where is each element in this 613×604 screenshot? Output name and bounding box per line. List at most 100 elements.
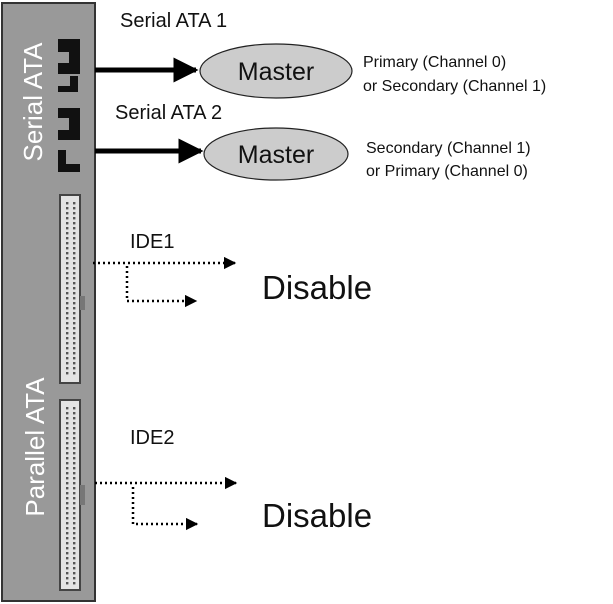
ide-pin	[66, 532, 69, 535]
ide-pin	[73, 497, 76, 500]
ide-pin	[66, 342, 69, 345]
ide-pin	[73, 332, 76, 335]
sata2-master-ellipse	[203, 127, 349, 181]
ide-pin	[73, 362, 76, 365]
ide-pin	[73, 532, 76, 535]
sata2-note-line1: Secondary (Channel 1)	[366, 140, 531, 157]
ide-pin	[66, 372, 69, 375]
ide-pin	[66, 542, 69, 545]
ide-pin	[66, 572, 69, 575]
ide-pin	[73, 567, 76, 570]
ide-pin	[66, 267, 69, 270]
ide1-label: IDE1	[130, 231, 174, 253]
ide-pin	[66, 412, 69, 415]
ide2-state: Disable	[262, 497, 372, 534]
ide-pin	[66, 282, 69, 285]
ide-pin	[73, 257, 76, 260]
ide-pin	[66, 557, 69, 560]
ide-pin	[73, 342, 76, 345]
ide-pin	[66, 567, 69, 570]
sata1-label: Serial ATA 1	[120, 10, 227, 32]
ide-pin	[73, 252, 76, 255]
ide-pin	[66, 362, 69, 365]
ide-pin	[73, 292, 76, 295]
ide-pin	[73, 452, 76, 455]
ide-pin	[73, 237, 76, 240]
ide-pin	[73, 297, 76, 300]
ide-pin	[66, 547, 69, 550]
ide-pin	[66, 462, 69, 465]
ide-pin	[66, 357, 69, 360]
ide-pin	[73, 202, 76, 205]
ide-pin	[73, 287, 76, 290]
ide-pin	[66, 312, 69, 315]
ide-pin	[73, 572, 76, 575]
ide-pin	[73, 327, 76, 330]
ide-pin	[73, 302, 76, 305]
ide-pin	[66, 272, 69, 275]
ide-pin	[66, 577, 69, 580]
ide-pin	[73, 272, 76, 275]
ide1-arrow-branch	[125, 266, 198, 308]
ide-pin	[73, 422, 76, 425]
pata-group-label: Parallel ATA	[20, 377, 50, 517]
ide-connector-icon	[59, 399, 85, 591]
ide-pin	[73, 337, 76, 340]
ide-pin	[73, 582, 76, 585]
ide-pin	[66, 552, 69, 555]
ide-pin	[66, 202, 69, 205]
ide-pin	[66, 447, 69, 450]
ide-pin	[73, 217, 76, 220]
ide-pin	[66, 367, 69, 370]
ide-pin	[66, 232, 69, 235]
ide-pin	[73, 322, 76, 325]
ide-pin	[66, 292, 69, 295]
ide-pin	[66, 422, 69, 425]
ide-pin	[66, 487, 69, 490]
ide-pin	[66, 497, 69, 500]
sata-group-label: Serial ATA	[18, 42, 48, 162]
ide-pin	[73, 537, 76, 540]
ide-pin	[66, 217, 69, 220]
ide-pin	[66, 332, 69, 335]
ide-pin	[73, 267, 76, 270]
ide-pin	[73, 482, 76, 485]
ide-pin	[66, 222, 69, 225]
ide-pin	[66, 352, 69, 355]
ide-pin	[73, 417, 76, 420]
sata2-label: Serial ATA 2	[115, 102, 222, 124]
ide-pin	[66, 347, 69, 350]
ide-pin	[66, 452, 69, 455]
ide-pin	[73, 227, 76, 230]
ide-pin	[66, 467, 69, 470]
ide-pin	[66, 492, 69, 495]
ide-pin	[73, 352, 76, 355]
ide-pin	[73, 347, 76, 350]
ide-pin	[66, 512, 69, 515]
ide-pin	[66, 277, 69, 280]
ide-pin	[73, 312, 76, 315]
sata1-master-ellipse	[199, 43, 353, 99]
ide-pin	[66, 437, 69, 440]
ide-pin	[73, 242, 76, 245]
ide2-label: IDE2	[130, 427, 174, 449]
ide-pin	[73, 317, 76, 320]
ide-pin	[73, 367, 76, 370]
ide-pin	[66, 337, 69, 340]
ide-pin	[73, 472, 76, 475]
ide2-arrow-branch	[131, 487, 199, 531]
ide-pin	[73, 232, 76, 235]
ide-pin	[73, 357, 76, 360]
ide-pin	[73, 207, 76, 210]
ide-pin	[73, 487, 76, 490]
ide-pin	[73, 457, 76, 460]
ide-pin	[66, 237, 69, 240]
ide-pin	[66, 427, 69, 430]
ide-pin	[66, 327, 69, 330]
ide-pin	[66, 252, 69, 255]
ide-pin	[73, 557, 76, 560]
ide-pin	[66, 517, 69, 520]
ide-pin	[66, 507, 69, 510]
ide-pin	[73, 502, 76, 505]
